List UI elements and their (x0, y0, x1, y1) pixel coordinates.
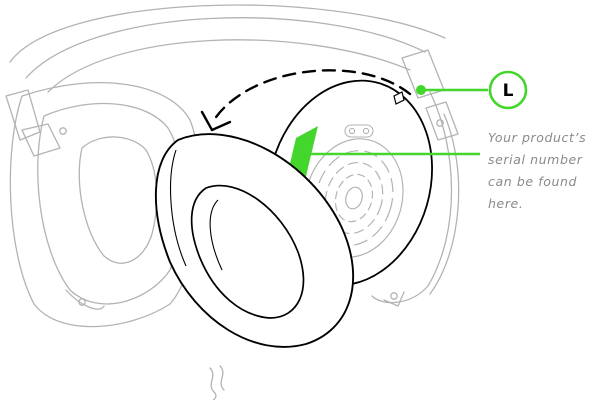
note-line: Your product’s (488, 127, 600, 149)
arrowhead (202, 112, 230, 130)
cable (210, 368, 216, 400)
side-badge-label: L (503, 81, 514, 101)
note-line: can be found (488, 171, 600, 193)
side-badge: L (490, 72, 526, 108)
serial-number-note: Your product’s serial number can be foun… (488, 127, 600, 215)
side-marker-dot (416, 85, 426, 95)
note-line: serial number (488, 149, 600, 171)
headband (10, 5, 445, 62)
note-line: here. (488, 193, 600, 215)
